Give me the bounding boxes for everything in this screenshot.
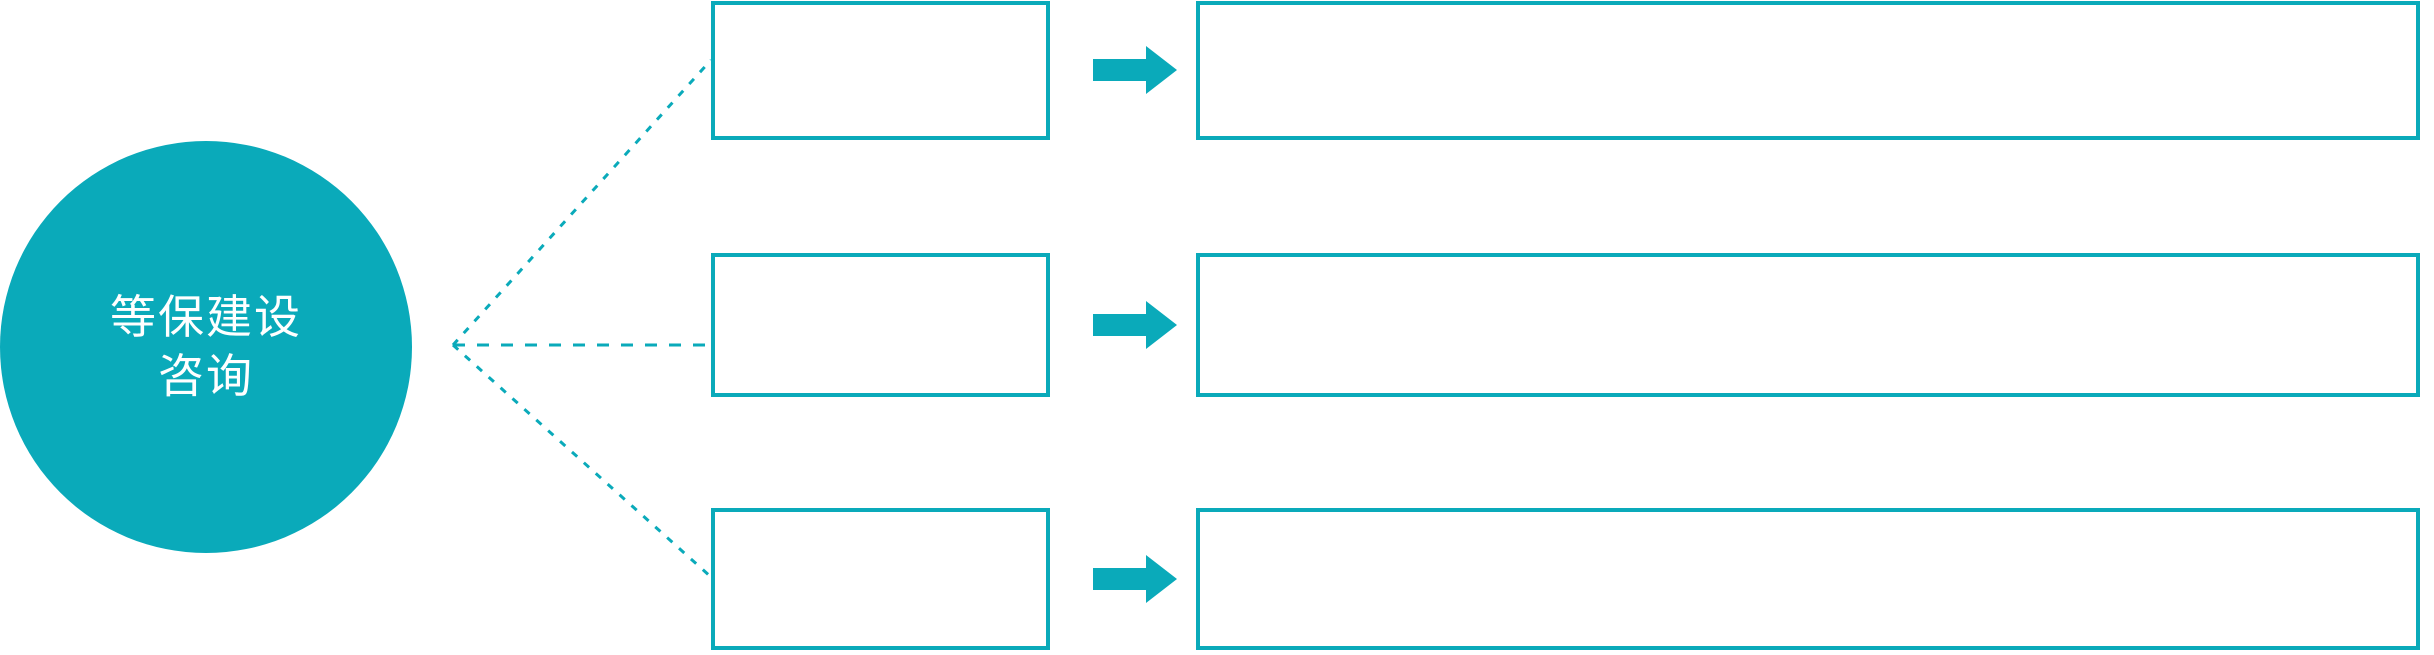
- hub-label-line1: 等保建设: [110, 291, 302, 344]
- small-box-row1[interactable]: [711, 1, 1050, 140]
- small-box-row2[interactable]: [711, 253, 1050, 397]
- right-arrow-icon-row3: [1093, 555, 1177, 603]
- connector-line-row3: [451, 343, 713, 579]
- large-box-row2[interactable]: [1196, 253, 2420, 397]
- right-arrow-icon-row1: [1093, 46, 1177, 94]
- right-arrow-icon-row2: [1093, 301, 1177, 349]
- small-box-row3[interactable]: [711, 508, 1050, 650]
- hub-circle[interactable]: 等保建设 咨询: [0, 141, 412, 553]
- hub-label-line2: 咨询: [158, 350, 254, 402]
- large-box-row3[interactable]: [1196, 508, 2420, 650]
- connector-line-row1: [451, 58, 713, 347]
- large-box-row1[interactable]: [1196, 1, 2420, 140]
